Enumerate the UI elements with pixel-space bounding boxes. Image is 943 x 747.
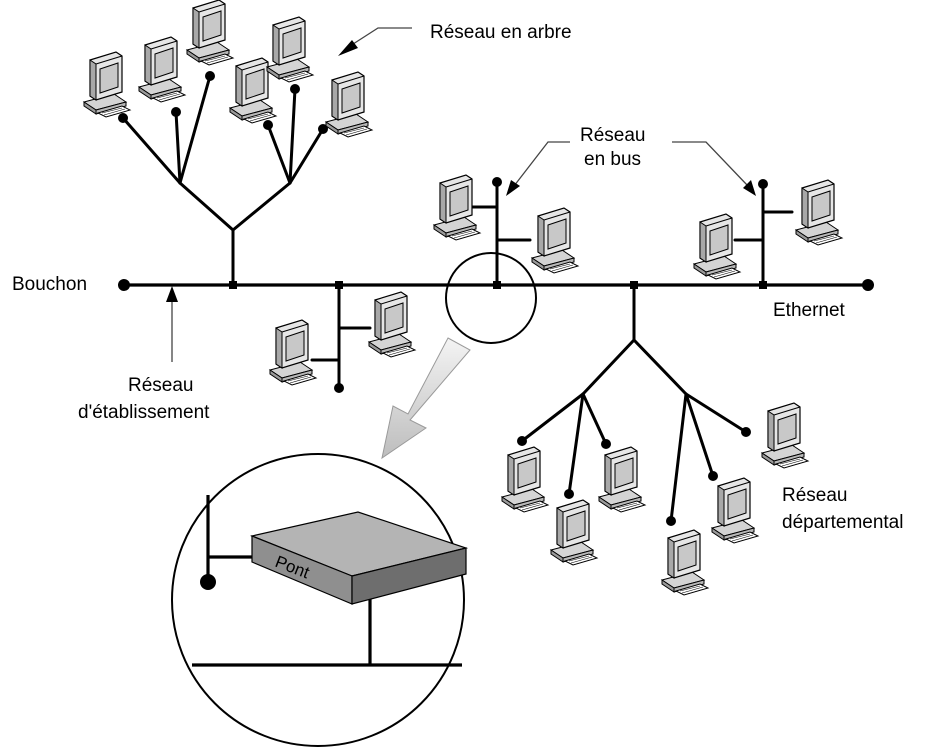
computer-icon [325,71,373,138]
computer-icon [531,207,579,274]
computer-icon [711,477,759,544]
bridge-detail-circle [171,453,465,747]
bridge-box-icon: Pont [249,511,469,605]
departmental-network-cabling [517,283,751,526]
bus-end-terminators [118,279,874,291]
computer-icon [266,16,314,83]
computer-icon [83,51,131,118]
computer-icon [368,291,416,358]
campus-branch-cabling [310,283,372,393]
computer-icon [693,213,741,280]
terminator-dot-icon [862,279,874,291]
bus-network-label-line2: en bus [584,149,641,170]
campus-network-label-line1: Réseau [128,375,194,396]
computer-icon [186,0,234,66]
campus-branch-computers [269,291,416,386]
tree-network-cabling [118,71,328,287]
bus-segment-center-cabling [468,177,532,287]
magnifier-circle-icon [445,252,537,344]
bus-network-label-line1: Réseau [580,125,646,146]
bus-network-arrow-left [506,141,570,196]
computer-icon [761,402,809,469]
bus-segment-right-cabling [733,179,794,287]
terminator-dot-icon [118,279,130,291]
bus-network-arrow-right [672,141,756,196]
bus-segment-computers [433,174,843,280]
departmental-network-label-line2: départemental [782,512,903,533]
tree-network-arrow [338,27,412,56]
tree-network-label: Réseau en arbre [430,22,572,43]
terminator-label: Bouchon [12,274,87,295]
computer-icon [661,529,709,596]
computer-icon [550,499,598,566]
campus-network-arrow [166,286,178,362]
campus-network-label-line2: d'établissement [78,402,210,423]
zoom-arrow-icon [381,337,471,460]
computer-icon [795,179,843,246]
departmental-network-computers [501,402,809,596]
departmental-network-label-line1: Réseau [782,485,848,506]
computer-icon [138,36,186,103]
ethernet-label: Ethernet [773,300,846,321]
computer-icon [501,446,549,513]
computer-icon [598,446,646,513]
computer-icon [269,319,317,386]
